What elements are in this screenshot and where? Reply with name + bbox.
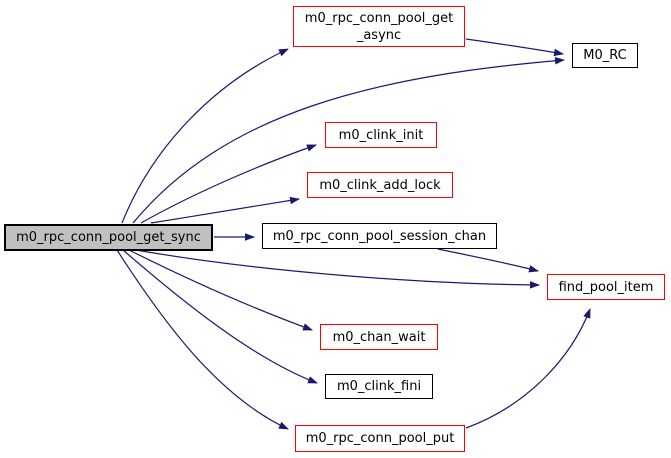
graph-node-m0-clink-add-lock[interactable]: m0_clink_add_lock	[307, 172, 453, 198]
graph-node-m0-rc[interactable]: M0_RC	[572, 43, 638, 68]
edge-m0-rpc-conn-pool-get-async-to-m0-rc	[465, 38, 564, 57]
graph-node-m0-rpc-conn-pool-get-async[interactable]: m0_rpc_conn_pool_get _async	[293, 6, 465, 47]
graph-node-m0-clink-init[interactable]: m0_clink_init	[325, 122, 437, 148]
graph-node-m0-rpc-conn-pool-session-chan[interactable]: m0_rpc_conn_pool_session_chan	[262, 223, 497, 249]
edge-m0-rpc-conn-pool-get-sync-to-m0-clink-fini	[122, 249, 318, 384]
edge-m0-rpc-conn-pool-get-sync-to-m0-clink-add-lock	[150, 196, 300, 224]
edge-m0-rpc-conn-pool-get-sync-to-m0-rpc-conn-pool-get-async	[121, 48, 289, 224]
graph-node-m0-clink-fini[interactable]: m0_clink_fini	[325, 374, 433, 399]
edge-m0-rpc-conn-pool-get-sync-to-m0-rc	[132, 57, 565, 224]
edge-m0-rpc-conn-pool-get-sync-to-m0-rpc-conn-pool-put	[116, 249, 289, 430]
graph-node-find-pool-item[interactable]: find_pool_item	[547, 274, 665, 300]
graph-node-m0-chan-wait[interactable]: m0_chan_wait	[320, 324, 438, 350]
edge-m0-rpc-conn-pool-get-sync-to-find-pool-item	[135, 249, 540, 289]
edge-m0-rpc-conn-pool-get-sync-to-m0-chan-wait	[128, 249, 313, 331]
edge-m0-rpc-conn-pool-get-sync-to-m0-clink-init	[140, 144, 317, 224]
edge-m0-rpc-conn-pool-session-chan-to-find-pool-item	[437, 248, 539, 273]
graph-node-m0-rpc-conn-pool-get-sync: m0_rpc_conn_pool_get_sync	[4, 224, 213, 251]
graph-node-m0-rpc-conn-pool-put[interactable]: m0_rpc_conn_pool_put	[295, 425, 465, 452]
edge-m0-rpc-conn-pool-put-to-find-pool-item	[465, 308, 591, 429]
